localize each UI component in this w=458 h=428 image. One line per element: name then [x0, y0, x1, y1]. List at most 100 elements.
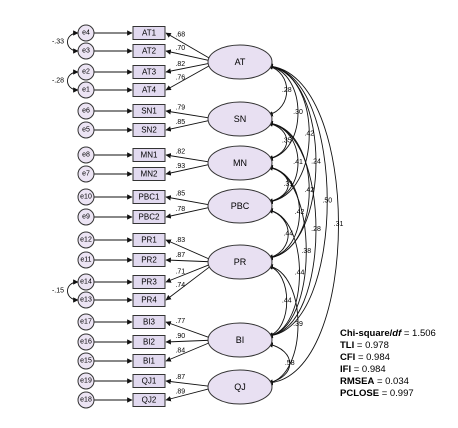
indicator-box [132, 148, 166, 162]
covariance-label: .42 [295, 209, 305, 216]
error-node-label: e5 [82, 127, 90, 134]
covariance-label: .42 [304, 131, 314, 138]
fit-index: Chi-square/df = 1.506 [340, 328, 436, 339]
indicator-box [132, 354, 166, 368]
error-node [77, 165, 95, 183]
loading-label: .68 [175, 32, 185, 39]
loading-label: .74 [175, 282, 185, 289]
indicator-label: PR1 [141, 236, 157, 245]
error-node [77, 372, 95, 390]
indicator-label: PBC2 [139, 213, 160, 222]
covariance-label: .39 [293, 321, 303, 328]
covariance-label: .31 [283, 181, 293, 188]
indicator-box [132, 65, 166, 79]
loading-label: .87 [175, 374, 185, 381]
covariance-arc [267, 264, 288, 338]
indicator-box [132, 275, 166, 289]
loading-path [165, 378, 211, 387]
indicator-box [132, 293, 166, 307]
covariance-arc [267, 63, 328, 339]
error-node-label: e19 [80, 378, 92, 385]
latent-label: BI [236, 335, 245, 345]
covariance-arc [267, 342, 291, 385]
error-node [77, 146, 95, 164]
error-node [77, 188, 95, 206]
indicator-box [132, 167, 166, 181]
error-node-label: e16 [80, 339, 92, 346]
error-node-label: e12 [80, 237, 92, 244]
error-node-label: e7 [82, 171, 90, 178]
covariance-arc [267, 121, 287, 161]
loading-label: .78 [175, 206, 185, 213]
error-node [77, 333, 95, 351]
error-node-label: e11 [80, 257, 91, 264]
loading-path [165, 239, 211, 260]
covariance-label: .50 [322, 198, 332, 205]
latent-node-at [207, 44, 273, 80]
error-covariance-arc [67, 30, 79, 54]
error-node [77, 208, 95, 226]
covariance-label: .38 [301, 248, 311, 255]
error-node [77, 291, 95, 309]
loading-label: .79 [175, 104, 185, 111]
loading-label: .82 [175, 61, 185, 68]
covariance-arc [267, 164, 307, 339]
latent-label: PR [234, 257, 247, 267]
error-node-label: e6 [82, 108, 90, 115]
latent-node-sn [207, 101, 273, 137]
indicator-label: PR3 [141, 278, 157, 287]
loading-label: .76 [175, 75, 185, 82]
latent-label: AT [235, 57, 246, 67]
latent-label: PBC [231, 201, 250, 211]
fit-index: TLI = 0.978 [340, 340, 389, 351]
latent-node-mn [207, 145, 273, 181]
loading-label: .87 [175, 252, 185, 259]
loading-path [165, 163, 211, 176]
indicator-box [132, 83, 166, 97]
indicator-box [132, 393, 166, 407]
error-node-label: e8 [82, 152, 90, 159]
loading-path [165, 388, 211, 402]
indicator-label: AT2 [142, 47, 157, 56]
loading-label: .77 [175, 318, 185, 325]
fit-index: CFI = 0.984 [340, 352, 390, 363]
loading-label: .83 [175, 237, 185, 244]
error-node-label: e18 [80, 397, 92, 404]
loading-label: .85 [175, 191, 185, 198]
indicator-box [132, 253, 166, 267]
loading-label: .82 [175, 148, 185, 155]
indicator-label: AT3 [142, 68, 157, 77]
latent-node-qj [207, 369, 273, 405]
error-node [77, 24, 95, 42]
indicator-label: PR4 [141, 296, 157, 305]
indicator-box [132, 233, 166, 247]
error-covariance-label: -.28 [52, 78, 64, 85]
error-node-label: e10 [80, 194, 92, 201]
indicator-label: QJ1 [142, 377, 157, 386]
loading-path [165, 266, 211, 301]
fit-index: PCLOSE = 0.997 [340, 388, 414, 399]
error-node-label: e9 [82, 214, 90, 221]
loading-label: .84 [175, 347, 185, 354]
covariance-label: .42 [304, 187, 314, 194]
indicator-box [132, 335, 166, 349]
loading-label: .70 [175, 45, 185, 52]
indicator-box [132, 44, 166, 58]
latent-label: QJ [234, 382, 246, 392]
error-node [77, 251, 95, 269]
covariance-arc [267, 264, 299, 385]
covariance-label: .24 [311, 159, 321, 166]
loading-label: .85 [175, 119, 185, 126]
indicator-label: BI2 [143, 338, 156, 347]
covariance-label: .28 [282, 87, 292, 94]
loading-path [165, 153, 211, 163]
indicator-label: SN2 [141, 126, 157, 135]
indicator-box [132, 123, 166, 137]
indicator-label: QJ2 [142, 396, 157, 405]
covariance-label: .58 [285, 360, 295, 367]
latent-label: SN [234, 114, 247, 124]
error-node-label: e14 [80, 279, 92, 286]
indicator-label: PBC1 [139, 193, 160, 202]
loading-label: .90 [175, 333, 185, 340]
error-covariance-arc [67, 279, 79, 303]
